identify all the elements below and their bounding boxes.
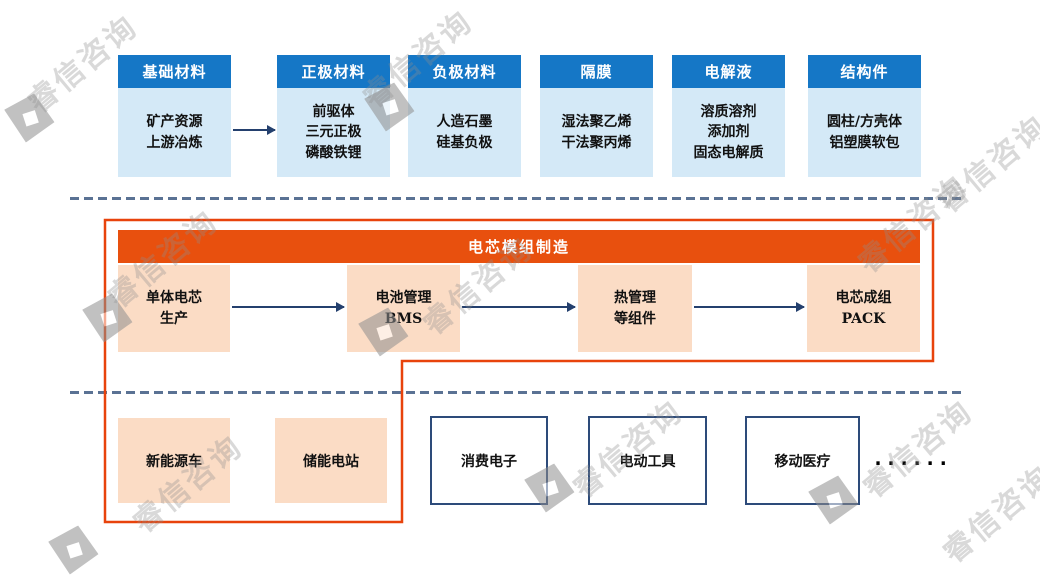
upstream-column-anode: 负极材料 人造石墨 硅基负极 [408, 55, 521, 177]
column-line: 湿法聚乙烯 [561, 114, 632, 131]
column-header: 正极材料 [277, 55, 390, 88]
app-power-tools: 电动工具 [588, 416, 707, 505]
app-new-energy-vehicle: 新能源车 [118, 418, 230, 503]
column-body: 矿产资源 上游冶炼 [118, 88, 231, 177]
step-bms: 电池管理 BMS [347, 265, 460, 352]
arrow-step3-step4 [694, 302, 805, 312]
upstream-column-cathode: 正极材料 前驱体 三元正极 磷酸铁锂 [277, 55, 390, 177]
app-energy-storage: 储能电站 [275, 418, 387, 503]
divider-midstream-downstream [70, 391, 965, 394]
column-line: 添加剂 [707, 124, 750, 141]
step-line: PACK [841, 310, 886, 327]
step-line: 电池管理 [375, 290, 432, 307]
step-line: 电芯成组 [835, 290, 892, 307]
column-line: 人造石墨 [436, 114, 493, 131]
column-line: 铝塑膜软包 [829, 134, 900, 151]
watermark-logo-icon [46, 522, 101, 576]
column-body: 人造石墨 硅基负极 [408, 88, 521, 177]
column-header: 基础材料 [118, 55, 231, 88]
step-cell-production: 单体电芯 生产 [118, 265, 230, 352]
arrow-base-to-cathode [233, 125, 276, 135]
watermark-text: 睿信咨询 [851, 168, 976, 281]
step-line: BMS [384, 310, 423, 327]
column-header: 电解液 [672, 55, 785, 88]
upstream-column-base-materials: 基础材料 矿产资源 上游冶炼 [118, 55, 231, 177]
column-line: 上游冶炼 [146, 134, 203, 151]
column-line: 前驱体 [312, 104, 355, 121]
column-line: 硅基负极 [436, 134, 493, 151]
step-line: 热管理 [614, 290, 656, 307]
column-line: 矿产资源 [146, 114, 203, 131]
step-thermal: 热管理 等组件 [578, 265, 692, 352]
step-pack: 电芯成组 PACK [807, 265, 920, 352]
column-line: 溶质溶剂 [700, 104, 757, 121]
column-header: 负极材料 [408, 55, 521, 88]
app-mobile-medical: 移动医疗 [745, 416, 860, 505]
column-line: 磷酸铁锂 [305, 144, 362, 161]
column-body: 溶质溶剂 添加剂 固态电解质 [672, 88, 785, 177]
column-header: 结构件 [808, 55, 921, 88]
column-body: 湿法聚乙烯 干法聚丙烯 [540, 88, 653, 177]
watermark-text: 睿信咨询 [936, 458, 1040, 571]
app-consumer-electronics: 消费电子 [430, 416, 548, 505]
column-body: 圆柱/方壳体 铝塑膜软包 [808, 88, 921, 177]
watermark-text: 睿信咨询 [931, 108, 1040, 221]
watermark-logo-icon [2, 90, 57, 145]
column-line: 固态电解质 [693, 144, 764, 161]
arrow-step1-step2 [232, 302, 345, 312]
upstream-column-separator: 隔膜 湿法聚乙烯 干法聚丙烯 [540, 55, 653, 177]
step-line: 单体电芯 [146, 290, 202, 307]
upstream-column-structural: 结构件 圆柱/方壳体 铝塑膜软包 [808, 55, 921, 177]
column-line: 三元正极 [305, 124, 362, 141]
column-body: 前驱体 三元正极 磷酸铁锂 [277, 88, 390, 177]
upstream-column-electrolyte: 电解液 溶质溶剂 添加剂 固态电解质 [672, 55, 785, 177]
column-line: 圆柱/方壳体 [826, 114, 903, 131]
more-applications-ellipsis: ...... [872, 446, 951, 470]
step-line: 生产 [160, 310, 188, 327]
midstream-title-bar: 电芯模组制造 [118, 230, 920, 263]
step-line: 等组件 [614, 310, 656, 327]
column-line: 干法聚丙烯 [561, 134, 632, 151]
arrow-step2-step3 [462, 302, 576, 312]
column-header: 隔膜 [540, 55, 653, 88]
divider-upstream-midstream [70, 197, 965, 200]
